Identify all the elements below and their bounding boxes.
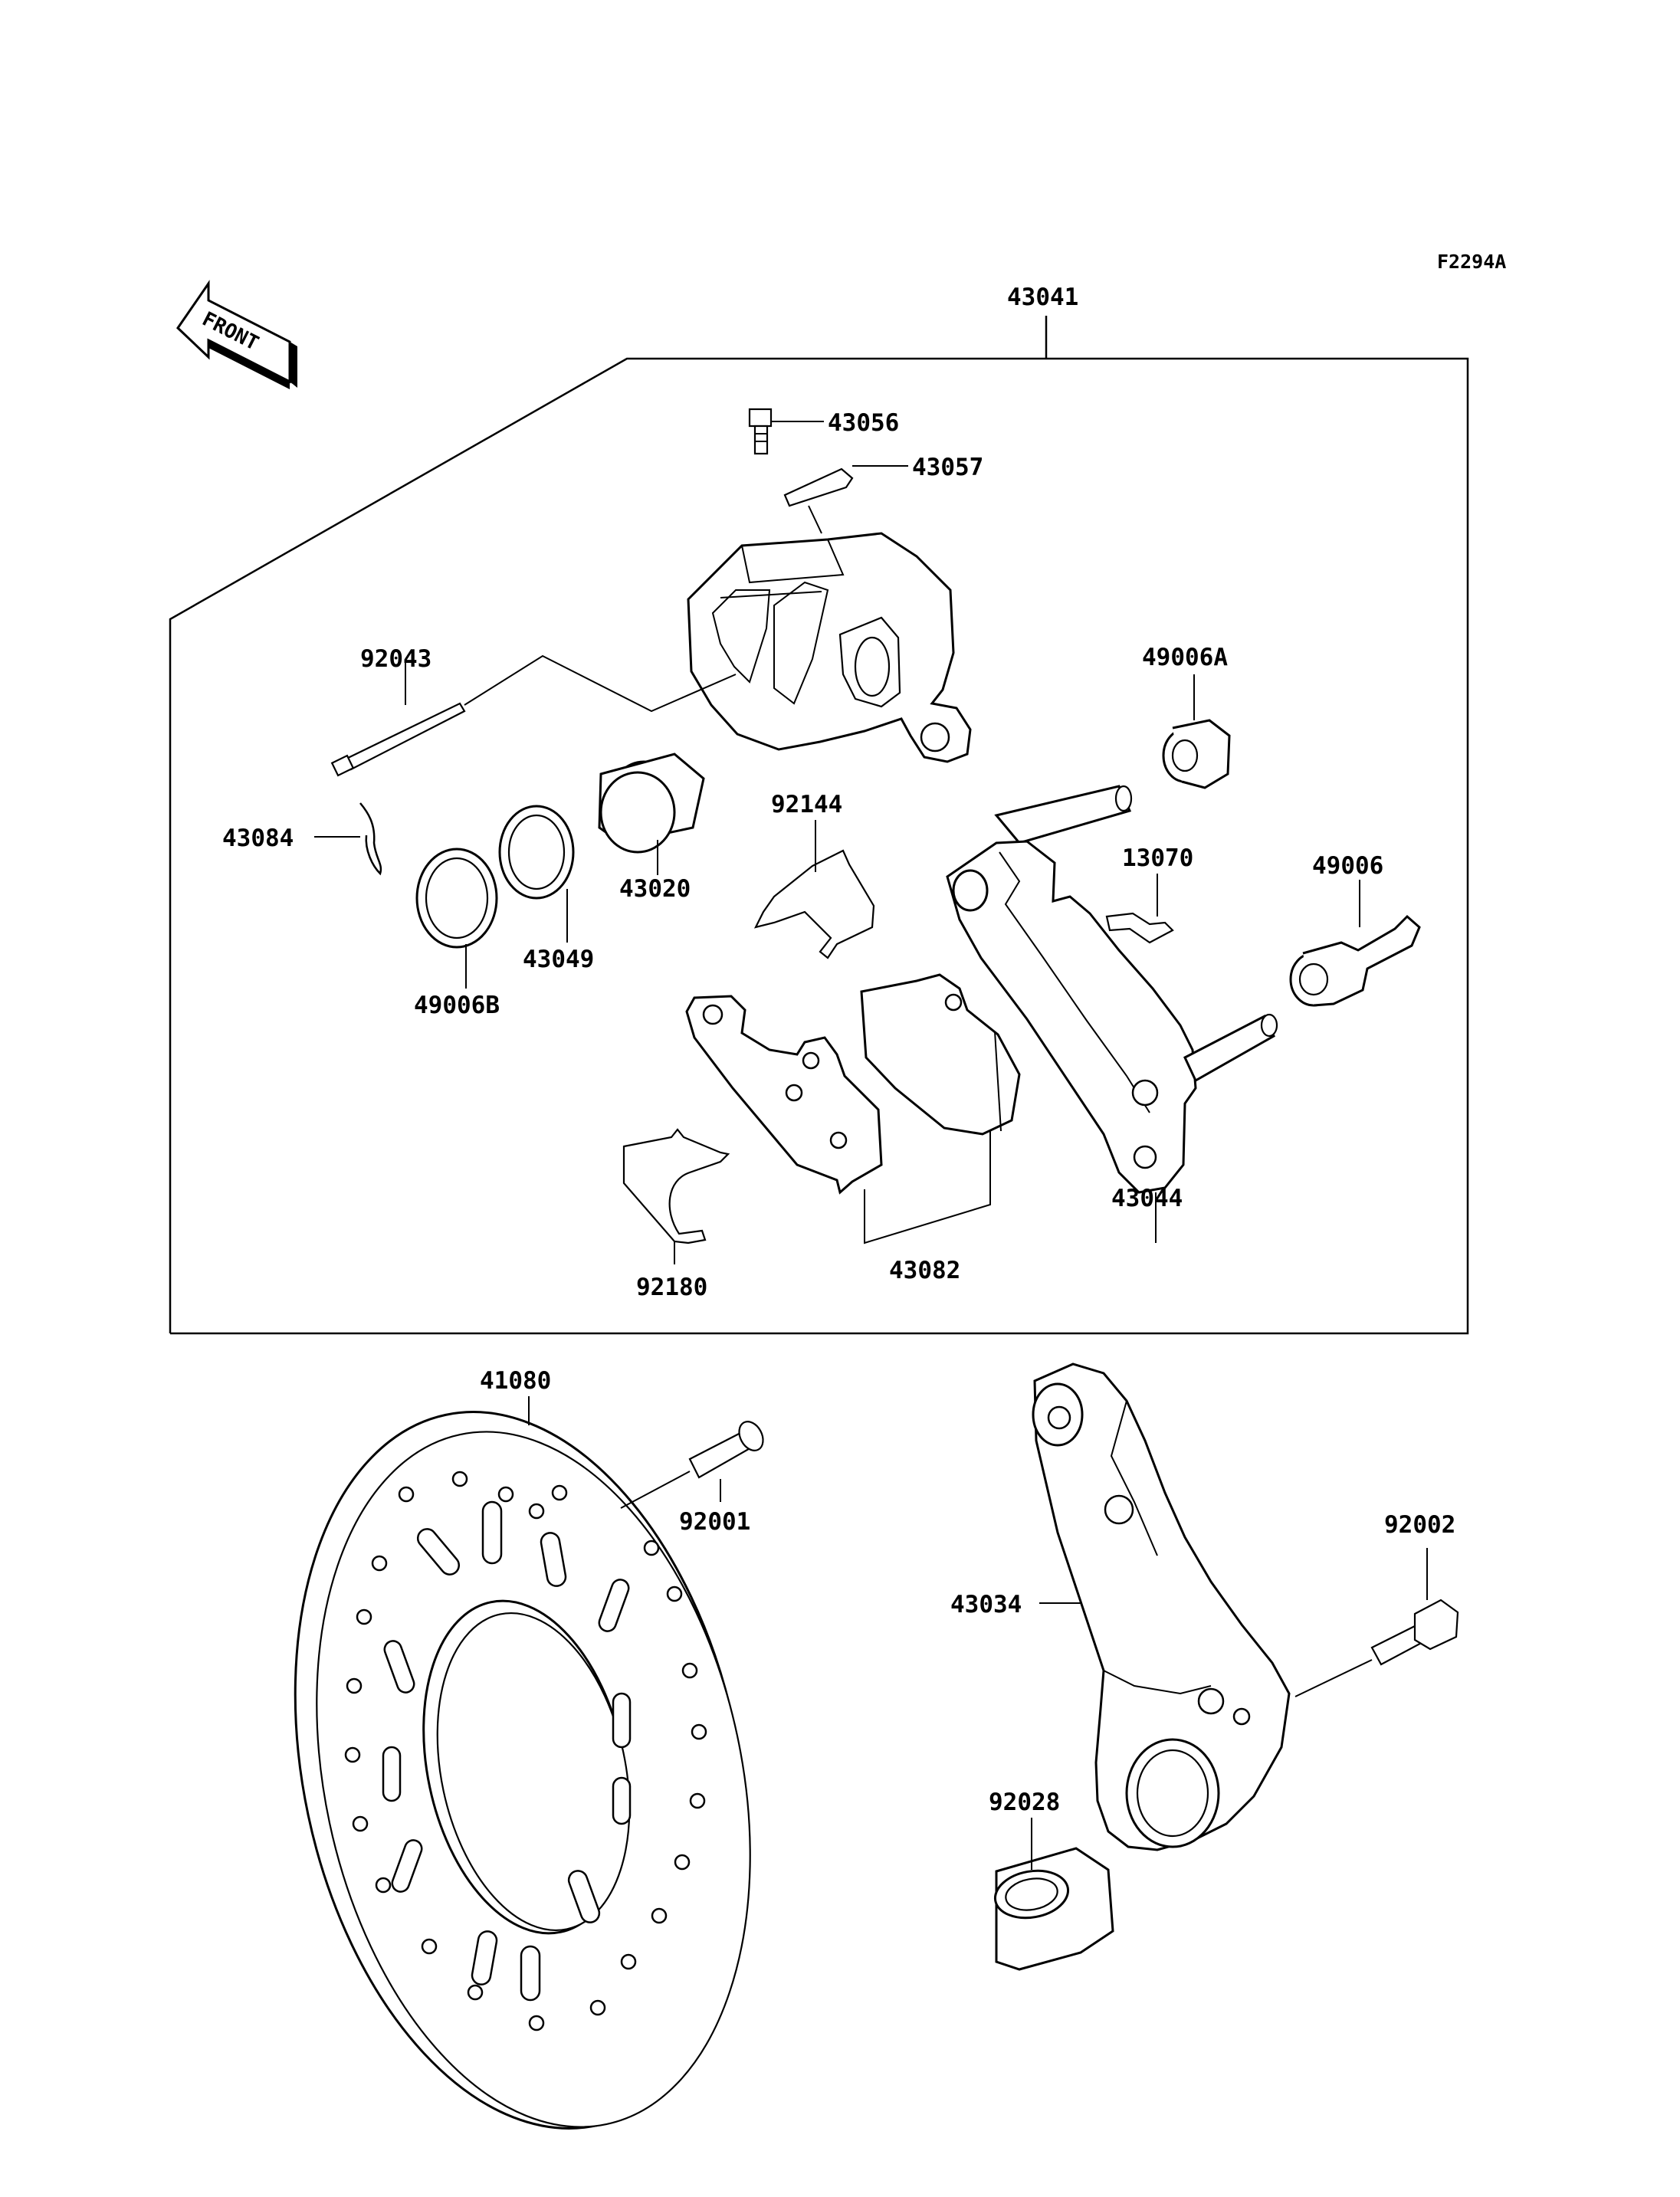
label-43049: 43049: [523, 946, 594, 973]
torque-bracket: [1032, 1362, 1291, 1851]
caliper-bracket: [946, 785, 1278, 1243]
label-43044: 43044: [1111, 1185, 1183, 1212]
label-92180: 92180: [636, 1274, 707, 1301]
bleeder-valve: [748, 408, 824, 455]
label-92002: 92002: [1384, 1511, 1455, 1539]
collar: [993, 1818, 1114, 1971]
boot-large: [1289, 880, 1421, 1007]
label-41080: 41080: [480, 1367, 551, 1395]
label-43034: 43034: [950, 1591, 1022, 1618]
boot-small: [1162, 674, 1231, 789]
pin: [330, 654, 737, 777]
label-92028: 92028: [989, 1789, 1060, 1816]
label-43020: 43020: [619, 875, 691, 903]
disc-slots: [382, 1500, 632, 2002]
label-92144: 92144: [771, 791, 842, 818]
caliper-body: [687, 532, 972, 763]
label-49006A: 49006A: [1142, 644, 1228, 671]
label-43041: 43041: [1007, 284, 1078, 311]
diagram-ref-code: F2294A: [1437, 251, 1506, 273]
label-43084: 43084: [222, 825, 294, 852]
pad-shim: [622, 1128, 730, 1264]
label-92043: 92043: [360, 645, 431, 673]
label-49006: 49006: [1312, 852, 1383, 880]
label-49006B: 49006B: [414, 992, 500, 1019]
label-43082: 43082: [889, 1257, 960, 1284]
label-43056: 43056: [828, 409, 899, 437]
piston-seal: [498, 805, 575, 943]
dust-seal: [415, 848, 498, 989]
disc-holes: [344, 1471, 707, 2031]
pad-bracket-lines: [864, 1131, 991, 1244]
label-43057: 43057: [912, 454, 983, 481]
label-13070: 13070: [1122, 844, 1193, 872]
bleeder-cap: [783, 465, 908, 534]
caliper-assembly-box: [169, 316, 1469, 1335]
bracket-bolt: [1294, 1548, 1459, 1697]
front-arrow-icon: FRONT: [176, 280, 297, 389]
piston: [598, 753, 705, 875]
disc-bolt: [620, 1421, 764, 1509]
label-92001: 92001: [679, 1508, 750, 1536]
holder-plate: [1105, 874, 1174, 944]
brake-disc: [294, 1396, 751, 2130]
clip: [314, 802, 382, 876]
brake-pad-inner: [860, 973, 1021, 1136]
brake-pad-outer: [685, 995, 883, 1195]
pad-spring: [753, 820, 875, 959]
